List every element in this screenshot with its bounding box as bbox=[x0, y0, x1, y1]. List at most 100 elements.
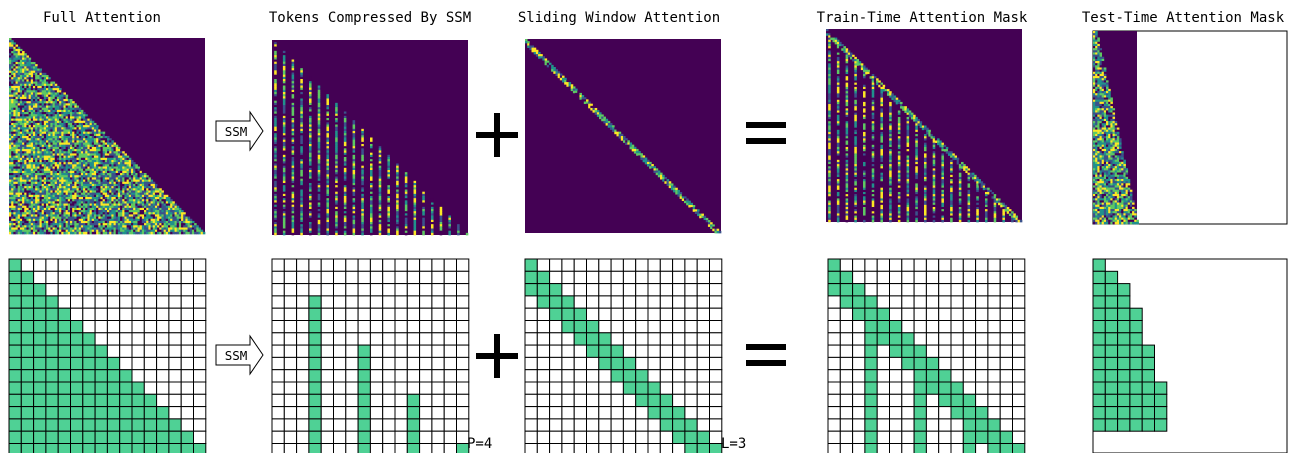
heatmap-cell bbox=[39, 112, 43, 115]
heatmap-cell bbox=[100, 231, 103, 235]
heatmap-cell bbox=[352, 211, 356, 214]
heatmap-cell bbox=[326, 200, 329, 203]
heatmap-cell bbox=[300, 128, 303, 132]
heatmap-cell bbox=[91, 173, 95, 176]
heatmap-cell bbox=[13, 151, 16, 154]
heatmap-cell bbox=[39, 218, 43, 222]
heatmap-cell bbox=[291, 211, 295, 214]
heatmap-cell bbox=[15, 179, 19, 183]
heatmap-cell bbox=[87, 201, 90, 204]
heatmap-cell bbox=[111, 231, 114, 235]
heatmap-cell bbox=[30, 120, 34, 124]
heatmap-cell bbox=[387, 217, 390, 221]
heatmap-cell bbox=[343, 211, 347, 214]
heatmap-cell bbox=[65, 162, 69, 165]
heatmap-cell bbox=[43, 144, 47, 148]
heatmap-cell bbox=[15, 199, 19, 202]
heatmap-cell bbox=[317, 92, 321, 95]
heatmap-cell bbox=[74, 227, 77, 230]
heatmap-cell bbox=[35, 196, 38, 200]
heatmap-cell bbox=[150, 183, 154, 187]
heatmap-cell bbox=[59, 157, 62, 161]
heatmap-cell bbox=[335, 141, 338, 145]
heatmap-cell bbox=[61, 225, 64, 228]
heatmap-cell bbox=[19, 96, 23, 100]
heatmap-cell bbox=[48, 149, 51, 152]
heatmap-cell bbox=[17, 231, 21, 235]
heatmap-cell bbox=[48, 168, 51, 172]
heatmap-cell bbox=[15, 88, 19, 91]
heatmap-cell bbox=[19, 179, 23, 183]
heatmap-cell bbox=[115, 155, 119, 159]
heatmap-cell bbox=[74, 203, 77, 207]
heatmap-cell bbox=[48, 223, 51, 226]
heatmap-cell bbox=[74, 220, 77, 224]
heatmap-cell bbox=[30, 203, 34, 207]
heatmap-cell bbox=[113, 149, 117, 152]
heatmap-cell bbox=[46, 125, 49, 128]
heatmap-cell bbox=[370, 167, 373, 171]
heatmap-cell bbox=[113, 199, 117, 202]
heatmap-cell bbox=[35, 159, 38, 163]
heatmap-cell bbox=[17, 199, 21, 202]
heatmap-cell bbox=[178, 231, 182, 235]
heatmap-cell bbox=[98, 151, 101, 154]
heatmap-cell bbox=[300, 81, 303, 84]
heatmap-cell bbox=[274, 141, 277, 145]
heatmap-cell bbox=[9, 210, 12, 213]
heatmap-cell bbox=[104, 199, 108, 202]
heatmap-cell bbox=[24, 61, 27, 65]
heatmap-cell bbox=[113, 177, 117, 180]
heatmap-cell bbox=[93, 133, 97, 137]
heatmap-cell bbox=[63, 170, 66, 174]
heatmap-cell bbox=[76, 188, 80, 191]
heatmap-cell bbox=[109, 157, 112, 161]
heatmap-cell bbox=[343, 159, 347, 162]
heatmap-cell bbox=[146, 205, 149, 209]
heatmap-cell bbox=[54, 105, 58, 109]
heatmap-cell bbox=[181, 220, 184, 224]
heatmap-cell bbox=[89, 168, 93, 172]
heatmap-cell bbox=[274, 174, 277, 177]
heatmap-cell bbox=[93, 207, 97, 211]
heatmap-cell bbox=[163, 196, 167, 200]
heatmap-cell bbox=[100, 216, 103, 220]
heatmap-cell bbox=[172, 220, 175, 224]
heatmap-cell bbox=[124, 186, 127, 189]
heatmap-cell bbox=[13, 90, 16, 93]
heatmap-cell bbox=[72, 231, 75, 235]
heatmap-cell bbox=[26, 231, 29, 235]
heatmap-cell bbox=[15, 175, 19, 178]
heatmap-cell bbox=[11, 194, 14, 198]
heatmap-cell bbox=[52, 144, 56, 148]
heatmap-cell bbox=[26, 192, 29, 196]
heatmap-cell bbox=[72, 103, 75, 106]
heatmap-cell bbox=[352, 144, 356, 147]
heatmap-cell bbox=[13, 127, 16, 130]
heatmap-cell bbox=[83, 114, 86, 117]
heatmap-cell bbox=[133, 227, 136, 230]
heatmap-cell bbox=[104, 205, 108, 209]
heatmap-cell bbox=[85, 118, 88, 122]
heatmap-cell bbox=[98, 140, 101, 143]
heatmap-cell bbox=[30, 79, 34, 82]
heatmap-cell bbox=[50, 96, 53, 100]
heatmap-cell bbox=[326, 154, 329, 158]
heatmap-cell bbox=[128, 162, 132, 165]
heatmap-cell bbox=[111, 214, 114, 217]
heatmap-cell bbox=[65, 164, 69, 167]
heatmap-cell bbox=[41, 175, 45, 178]
heatmap-cell bbox=[87, 131, 90, 135]
heatmap-cell bbox=[387, 202, 390, 206]
heatmap-cell bbox=[37, 220, 40, 224]
heatmap-cell bbox=[154, 186, 158, 189]
heatmap-cell bbox=[9, 118, 12, 122]
heatmap-cell bbox=[17, 92, 21, 95]
heatmap-cell bbox=[19, 122, 23, 126]
heatmap-cell bbox=[146, 231, 149, 235]
heatmap-cell bbox=[107, 183, 110, 187]
heatmap-cell bbox=[144, 173, 147, 176]
heatmap-cell bbox=[91, 177, 95, 180]
heatmap-cell bbox=[35, 109, 38, 113]
heatmap-cell bbox=[24, 183, 27, 187]
